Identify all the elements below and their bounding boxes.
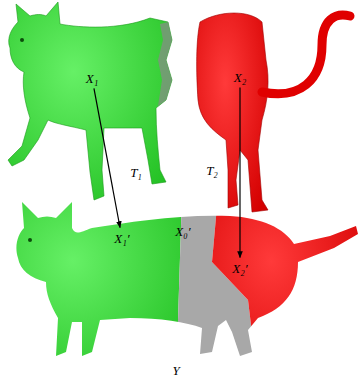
full-cat [0, 195, 360, 383]
region-label: X₁′ [114, 231, 129, 246]
green-partial-cat [8, 2, 172, 200]
region-label: X₂′ [232, 261, 247, 276]
green-region [0, 195, 182, 383]
transform-label-box: T₁ [128, 162, 144, 182]
transform-arrow [239, 88, 240, 258]
transform-label: T₂ [206, 163, 218, 178]
red-region [212, 195, 360, 383]
region-label-box: X₁′ [112, 230, 131, 247]
region-label: X₂ [234, 70, 246, 85]
region-label: X₁ [86, 71, 98, 86]
red-tail [262, 15, 350, 94]
region-label-box: X₀′ [173, 223, 192, 240]
shape-label-box: Y [170, 360, 181, 380]
transform-label: T₁ [130, 165, 142, 180]
region-label-box: X₂′ [230, 260, 249, 277]
cut-surface [158, 22, 172, 106]
red-partial-cat [197, 13, 268, 212]
region-label-box: X₁ [84, 70, 100, 87]
region-label-box: X₂ [232, 69, 248, 86]
cat-eye [20, 38, 24, 42]
shape-label: Y [172, 363, 179, 378]
transform-label-box: T₂ [204, 160, 220, 180]
transform-arrow [94, 88, 120, 227]
region-label: X₀′ [175, 224, 190, 239]
cat-eye [28, 238, 32, 242]
